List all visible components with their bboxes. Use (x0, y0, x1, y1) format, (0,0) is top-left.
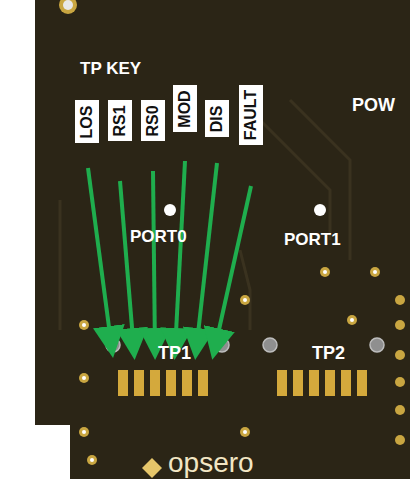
signal-name: DIS (208, 105, 226, 132)
key-label-box: FAULT (239, 85, 263, 145)
signal-name: RS1 (111, 105, 129, 136)
brand-logo: opsero (168, 447, 254, 479)
key-label-box: LOS (75, 100, 99, 143)
key-title: TP KEY (80, 59, 141, 79)
silkscreen-label: POW (352, 95, 395, 116)
test-point-label: TP1 (158, 343, 191, 364)
key-label-box: RS0 (141, 100, 165, 141)
port-label: PORT0 (130, 227, 187, 247)
signal-name: LOS (78, 105, 96, 138)
key-label-box: MOD (173, 85, 197, 132)
signal-name: FAULT (242, 90, 260, 140)
key-label-box: RS1 (108, 100, 132, 141)
test-point-label: TP2 (312, 343, 345, 364)
key-label-box: DIS (205, 100, 229, 137)
port-label: PORT1 (284, 230, 341, 250)
signal-name: MOD (176, 90, 194, 127)
signal-name: RS0 (144, 105, 162, 136)
